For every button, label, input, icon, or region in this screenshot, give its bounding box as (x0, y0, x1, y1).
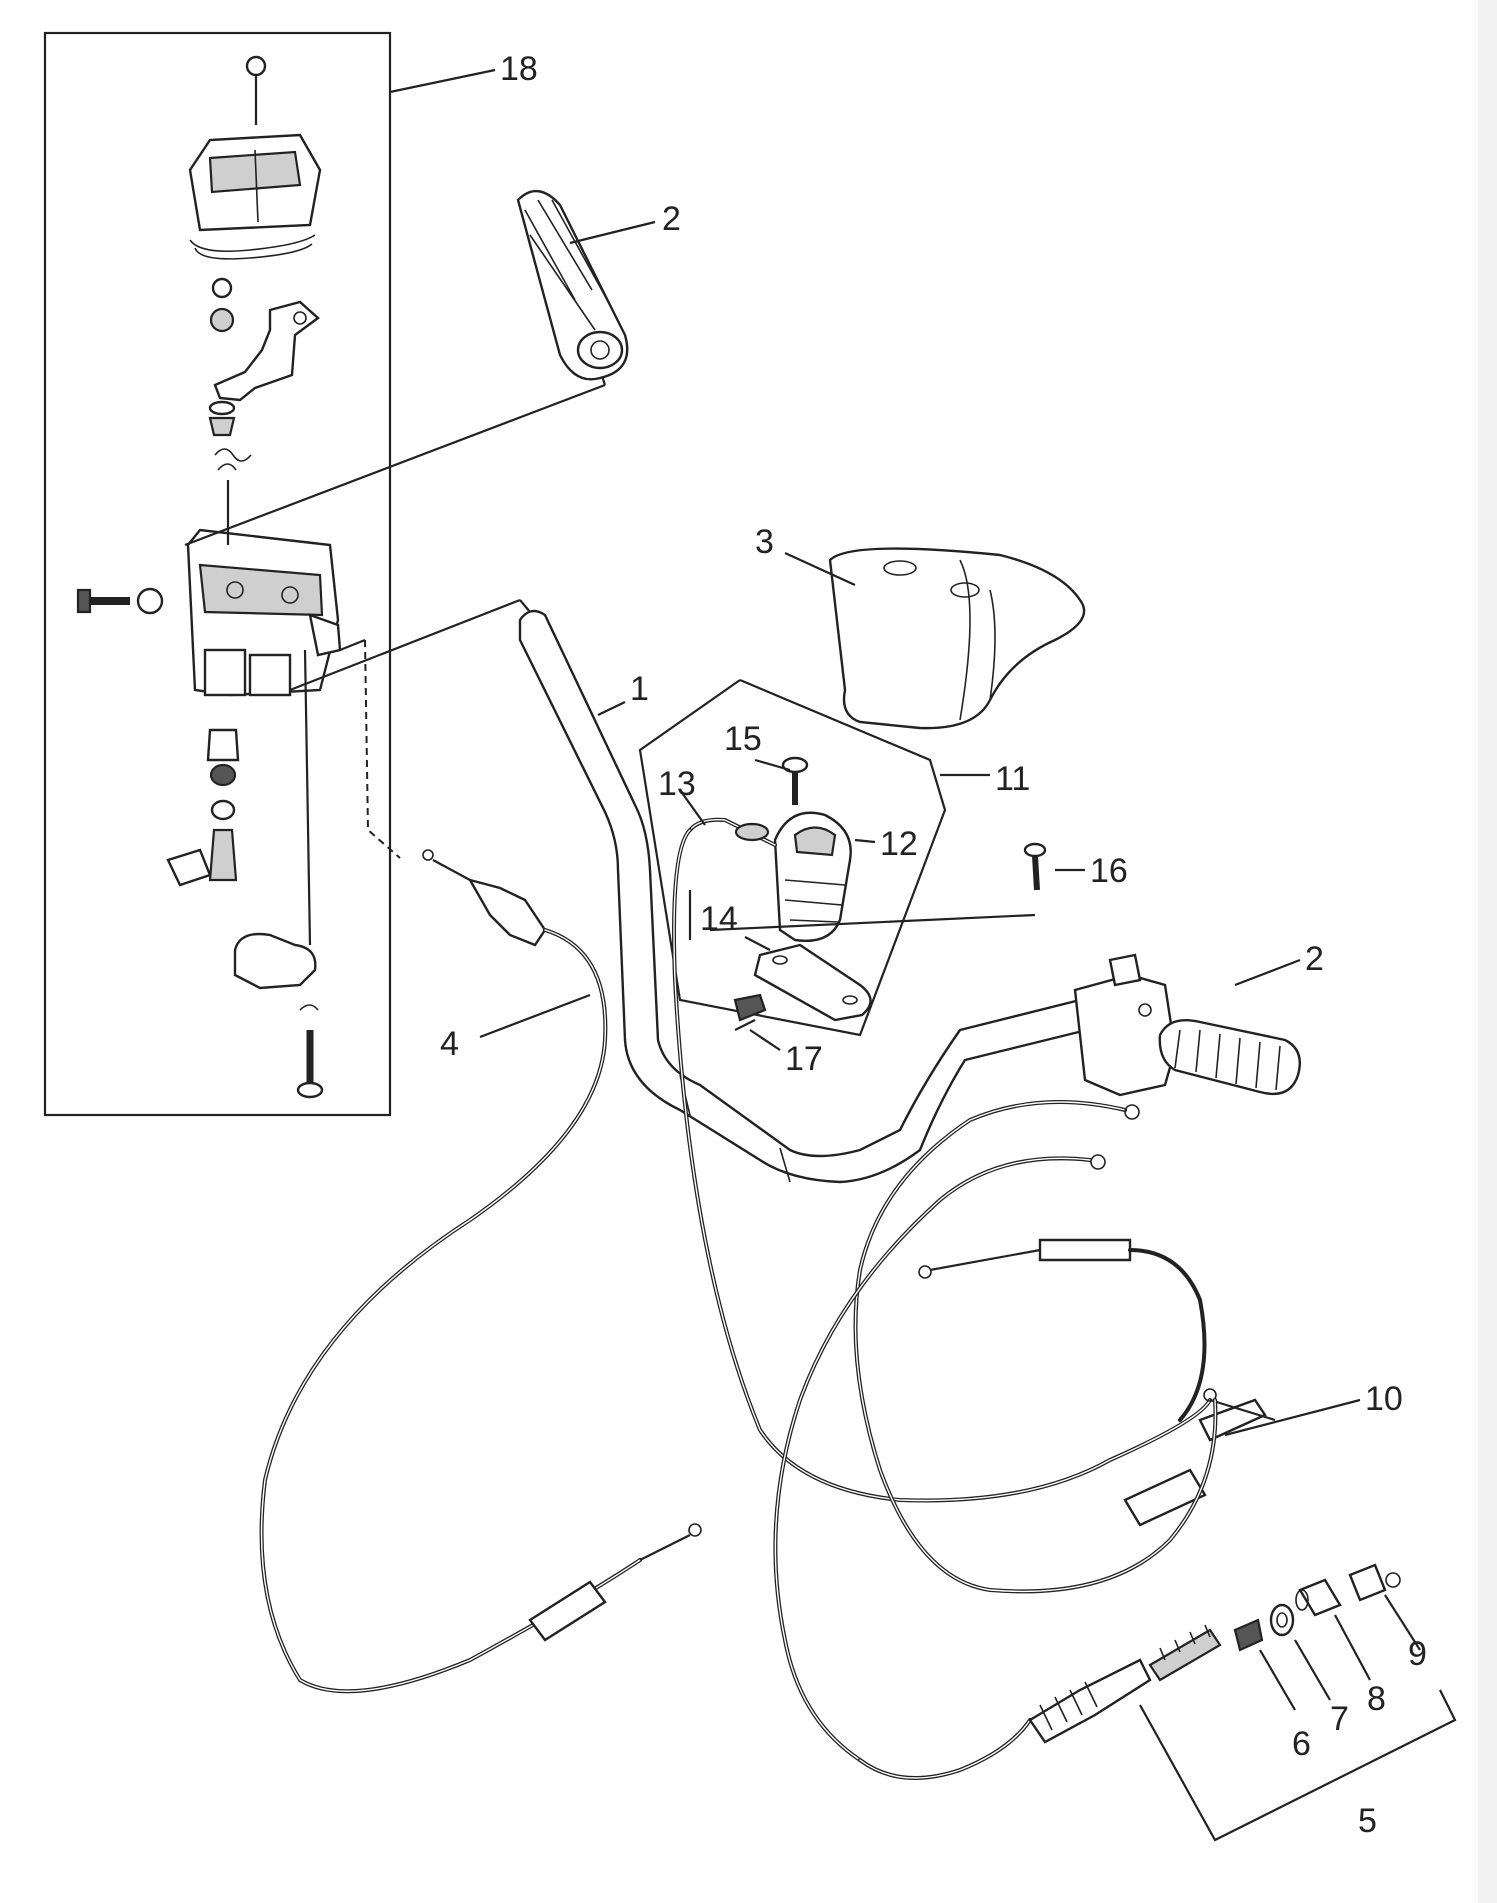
part-switch-housing (186, 528, 342, 697)
callout-7: 7 (1330, 1700, 1349, 1738)
callout-16: 16 (1090, 852, 1128, 890)
callout-13: 13 (658, 765, 696, 803)
callout-8: 8 (1367, 1680, 1386, 1718)
callout-1: 1 (630, 670, 649, 708)
callout-3: 3 (755, 523, 774, 561)
part-right-cables (773, 1100, 1218, 1762)
part-cable-4 (259, 849, 702, 1694)
part-lock-12 (773, 811, 852, 942)
callout-9: 9 (1408, 1635, 1427, 1673)
part-nut-6 (1233, 1618, 1264, 1652)
part-right-switch-housing (1073, 953, 1177, 1097)
callout-12: 12 (880, 825, 918, 863)
part-bracket-14 (753, 943, 872, 1022)
part-wire-13 (688, 817, 777, 847)
leader-lines (389, 68, 1421, 1711)
callout-2-top: 2 (662, 200, 681, 238)
part-washer-7 (1269, 1603, 1295, 1637)
switch-assembly-box (43, 31, 392, 1117)
callout-2-right: 2 (1305, 940, 1324, 978)
part-cable-5 (858, 1624, 1222, 1780)
part-clip-17 (733, 993, 767, 1031)
callout-14: 14 (700, 900, 738, 938)
callout-15: 15 (724, 720, 762, 758)
callout-11: 11 (995, 760, 1030, 798)
callout-18: 18 (500, 50, 538, 88)
lock-subassembly-outline (638, 678, 947, 1037)
part-top-screw (245, 55, 267, 125)
part-small-hardware (208, 277, 320, 471)
part-grip-left (516, 190, 629, 381)
lock-guide-lines (688, 890, 1036, 940)
part-screw-15 (781, 756, 809, 805)
group-bracket-5-9 (1139, 1689, 1457, 1842)
part-screw-16 (1023, 842, 1047, 891)
part-cap-9 (1348, 1563, 1401, 1602)
part-sleeve-8 (1295, 1578, 1342, 1617)
callout-5: 5 (1358, 1802, 1377, 1840)
part-handlebar-cover (828, 547, 1086, 730)
callout-6: 6 (1292, 1725, 1311, 1763)
assembly-guide-lines (184, 369, 607, 946)
callout-10: 10 (1365, 1380, 1403, 1418)
callout-labels: 18 2 3 1 15 13 11 12 16 14 2 4 17 10 9 8… (440, 50, 1427, 1840)
part-lower-hardware (166, 728, 324, 1099)
page-edge-strip (1478, 0, 1497, 1903)
part-switch-cover (188, 133, 322, 260)
callout-17: 17 (785, 1040, 823, 1078)
part-side-bolt (76, 587, 164, 615)
part-grip-right (1158, 1018, 1302, 1096)
callout-4: 4 (440, 1025, 459, 1063)
